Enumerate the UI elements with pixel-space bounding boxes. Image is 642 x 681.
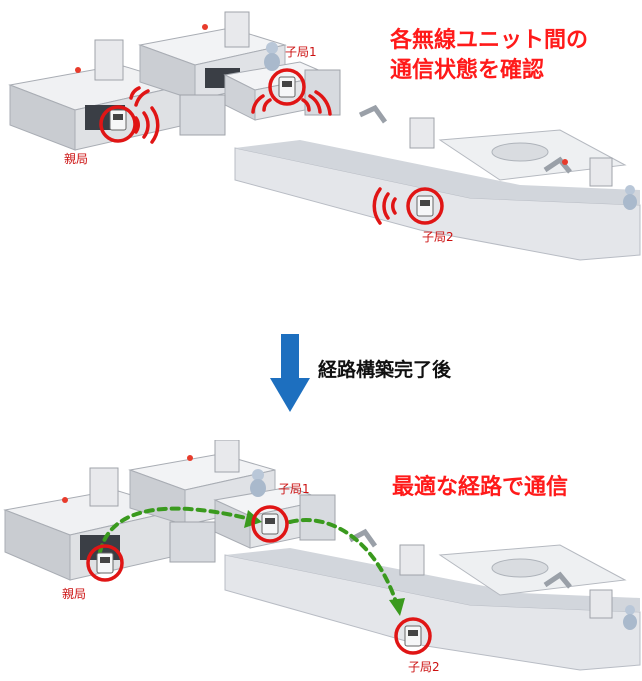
route-path — [98, 506, 398, 604]
wave-icon — [129, 86, 397, 225]
top-headline-line1: 各無線ユニット間の — [390, 28, 589, 53]
child-station-1-icon — [251, 505, 289, 543]
down-arrow-icon — [270, 334, 310, 412]
top-scene: 各無線ユニット間の 通信状態を確認 親局 子局1 子局2 — [0, 0, 642, 290]
parent-station-icon — [99, 105, 137, 143]
child-station-2-icon — [406, 187, 444, 225]
parent-station-icon — [86, 544, 124, 582]
top-factory-illustration — [8, 11, 641, 261]
child-station-2-icon — [394, 617, 432, 655]
bottom-factory-illustration — [3, 440, 641, 671]
child-station-1-icon — [268, 68, 306, 106]
transition-section: 経路構築完了後 — [0, 330, 642, 420]
top-label-child1: 子局1 — [285, 45, 317, 59]
bottom-scene: 最適な経路で通信 親局 子局1 子局2 — [0, 440, 642, 681]
bottom-label-child2: 子局2 — [408, 660, 440, 674]
bottom-label-parent: 親局 — [62, 587, 87, 601]
top-label-child2: 子局2 — [422, 230, 454, 244]
route-arrowhead-2 — [389, 598, 405, 616]
bottom-label-child1: 子局1 — [278, 482, 310, 496]
bottom-headline: 最適な経路で通信 — [392, 475, 569, 500]
top-label-parent: 親局 — [64, 152, 89, 166]
top-headline-line2: 通信状態を確認 — [390, 58, 545, 83]
transition-label: 経路構築完了後 — [318, 359, 452, 381]
